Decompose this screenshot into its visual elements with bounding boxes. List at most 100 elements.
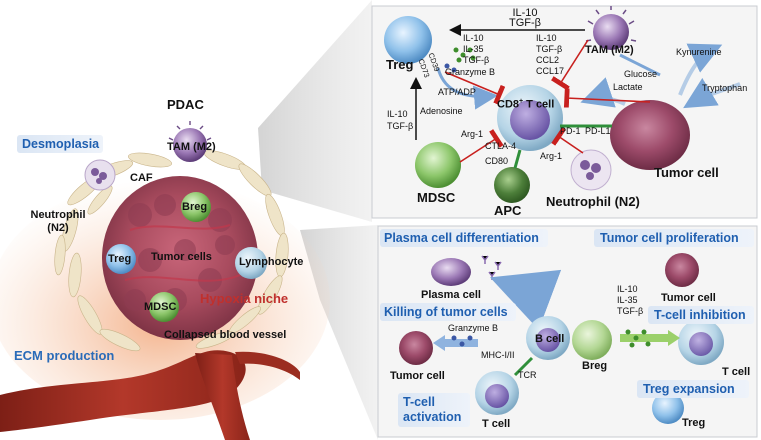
tumor-cell-left-label: Tumor cell	[390, 370, 445, 382]
lactate-label: Lactate	[613, 82, 643, 92]
granzyme-dots-top	[444, 63, 457, 73]
breg-label-bottom: Breg	[582, 360, 608, 372]
plasma-cell-label: Plasma cell	[421, 289, 481, 301]
ctla4-label: CTLA-4	[485, 141, 517, 151]
glucose-label: Glucose	[624, 69, 658, 79]
blood-vessel-branch	[195, 353, 250, 440]
killing-arrowhead	[433, 335, 445, 351]
pd1-label: PD-1	[560, 126, 581, 136]
tam-label-top: TAM (M2)	[585, 44, 634, 56]
zoom-fan-top	[258, 0, 372, 222]
tam-cyto-1: IL-10	[536, 33, 557, 43]
tumor-cell-cluster	[124, 194, 235, 312]
adenosine-arrow	[436, 67, 498, 110]
neutrophil-label-left-2: (N2)	[47, 222, 69, 234]
tam-cyto-4: CCL17	[536, 66, 565, 76]
tcell-inhibit-arrowhead	[668, 330, 680, 346]
killing-label: Killing of tumor cells	[384, 305, 508, 319]
tcell-right-label: T cell	[722, 366, 751, 378]
tumor-vessels	[124, 224, 241, 282]
tcell-inhib-tag	[648, 306, 754, 324]
tcell-bottom-label: T cell	[482, 418, 511, 430]
tcr-label: TCR	[518, 370, 537, 380]
neutrophil-label-left-1: Neutrophil	[30, 209, 86, 221]
top-tgfb-label: TGF-β	[509, 17, 541, 29]
caf-fibroblasts	[54, 150, 289, 352]
treg-cyto-2: IL-35	[463, 44, 484, 54]
cd8-tcell-label: CD8+ T cell	[497, 98, 554, 111]
plasma-diff-arrow	[490, 269, 562, 330]
blood-vessel-right	[235, 351, 300, 380]
kynurenine-arrow	[619, 53, 661, 77]
tam-cyto-3: CCL2	[536, 55, 560, 65]
tam-cyto-2: TGF-β	[536, 44, 563, 54]
tryptophan-label: Tryptophan	[702, 83, 748, 93]
tumor-inhibit-arrow	[563, 88, 651, 108]
tumor-cells-label: Tumor cells	[151, 251, 212, 263]
desmoplasia-tag	[17, 135, 103, 153]
top-il10-label: IL-10	[512, 7, 538, 19]
b-cell-nucleus	[536, 328, 560, 352]
lymphocyte-cell-left	[235, 247, 267, 279]
treg-inhibit-arrow	[444, 71, 506, 105]
collapsed-vessel-label: Collapsed blood vessel	[164, 329, 287, 341]
apc-cell	[494, 167, 530, 203]
neutrophil-nuclei-left	[91, 168, 107, 184]
hypoxia-label: Hypoxia niche	[200, 291, 289, 306]
arg1-left-label: Arg-1	[461, 129, 484, 139]
cytokine-dots-bottom	[625, 329, 651, 348]
plasma-cell	[431, 258, 471, 286]
ecm-label: ECM production	[14, 348, 115, 363]
lymphocyte-label: Lymphocyte	[239, 256, 304, 268]
treg-bottom-label: Treg	[682, 417, 706, 429]
tcell-activation-tag	[398, 393, 470, 427]
tam-cell-top	[585, 6, 637, 50]
tumor-cell-bottom-right	[665, 253, 699, 287]
treg-cell-top	[384, 16, 432, 64]
tcell-inhib-label: T-cell inhibition	[654, 308, 746, 322]
tumor-cell-bottom-left	[399, 331, 433, 365]
breg-label-left: Breg	[182, 201, 208, 213]
treg-exp-tag	[637, 380, 749, 398]
tryptophan-flow	[683, 77, 741, 109]
tcr-mhc-link	[513, 356, 534, 377]
mdsc-label-top: MDSC	[417, 190, 456, 205]
cyto-1-bottom: IL-10	[617, 284, 638, 294]
neutrophil-nuclei-top	[580, 160, 601, 180]
treg-cyto-3: TGF-β	[463, 55, 490, 65]
kynurenine-label: Kynurenine	[676, 47, 722, 57]
granzyme-label-bottom: Granzyme B	[448, 323, 499, 333]
neutrophil-label-top: Neutrophil (N2)	[546, 194, 640, 209]
treg-exp-label: Treg expansion	[643, 382, 735, 396]
granzyme-label-top: Granzyme B	[445, 67, 496, 77]
tcell-bottom-nucleus	[485, 384, 509, 408]
mdsc-label-left: MDSC	[144, 301, 177, 313]
mdsc-cell-left	[149, 292, 179, 322]
tam-inhibit-arrow	[551, 39, 589, 91]
treg-cell-left	[106, 244, 136, 274]
ctla4-cd80-link	[513, 149, 522, 169]
cd80-label: CD80	[485, 156, 509, 166]
desmoplasia-label: Desmoplasia	[22, 137, 100, 151]
tcell-right-nucleus	[689, 332, 713, 356]
atp-label: ATP/ADP	[438, 87, 476, 97]
cd8-tcell-nucleus	[510, 100, 550, 140]
mdsc-cell-top	[415, 142, 461, 188]
cd8-rest: T cell	[523, 98, 555, 111]
treg-cyto-1: IL-10	[463, 33, 484, 43]
neutrophil-inhibit-arrow	[551, 127, 584, 154]
pdac-title: PDAC	[167, 97, 204, 112]
mdsc-cyto-1: IL-10	[387, 109, 408, 119]
cyto-3-bottom: TGF-β	[617, 306, 644, 316]
cd8-sup: +	[519, 98, 524, 105]
killing-tag	[380, 303, 516, 321]
tcell-activation-1: T-cell	[403, 395, 435, 409]
breg-cell-left	[181, 192, 211, 222]
plasma-diff-label: Plasma cell differentiation	[384, 231, 539, 245]
tam-cell-left	[168, 121, 212, 162]
tam-label-left: TAM (M2)	[167, 141, 216, 153]
tumor-cell-top	[610, 100, 690, 170]
granzyme-granules-top	[453, 47, 476, 63]
cd8-text: CD8	[497, 98, 520, 111]
